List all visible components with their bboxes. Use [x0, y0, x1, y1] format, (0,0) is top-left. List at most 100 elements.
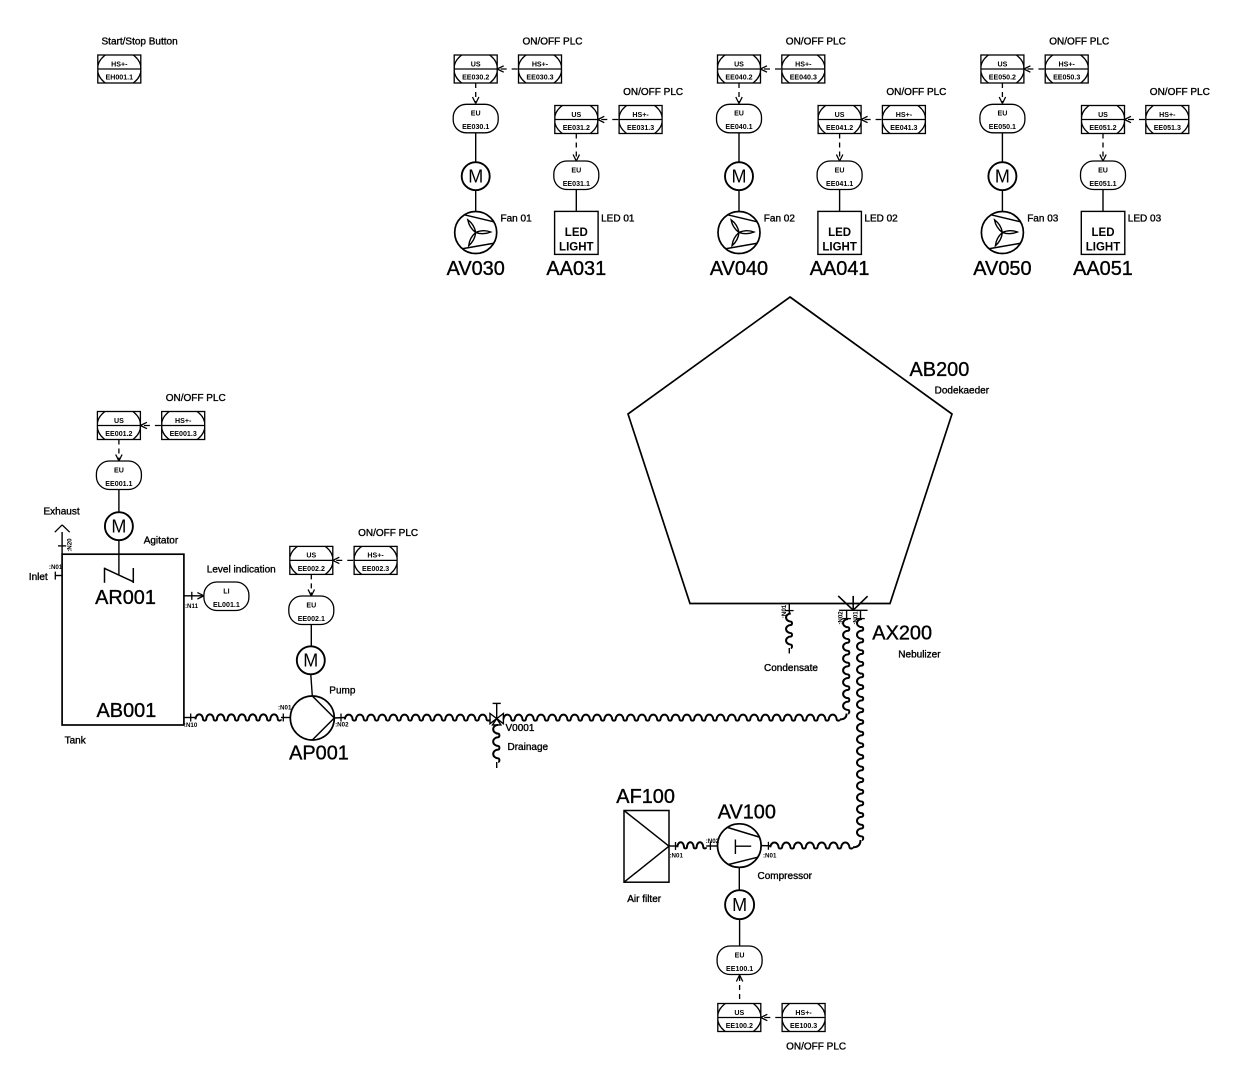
svg-text:M: M: [995, 167, 1010, 187]
svg-text:EE030.2: EE030.2: [462, 74, 489, 82]
svg-text:LIGHT: LIGHT: [1086, 241, 1121, 253]
svg-text:EE031.3: EE031.3: [627, 124, 654, 132]
svg-text:EE002.3: EE002.3: [362, 565, 389, 573]
svg-text:ON/OFF PLC: ON/OFF PLC: [786, 36, 846, 47]
svg-text:ON/OFF PLC: ON/OFF PLC: [166, 393, 226, 404]
svg-text::N01: :N01: [781, 604, 788, 618]
svg-text:LED: LED: [1092, 227, 1115, 239]
svg-text:EE040.3: EE040.3: [790, 74, 817, 82]
svg-text:EL001.1: EL001.1: [213, 601, 240, 609]
svg-text:Fan 01: Fan 01: [501, 214, 533, 225]
svg-text:EE001.3: EE001.3: [170, 430, 197, 438]
svg-text:EE100.2: EE100.2: [726, 1022, 753, 1030]
svg-text:M: M: [732, 895, 747, 915]
svg-text::N02: :N02: [706, 838, 720, 845]
svg-text:EE031.2: EE031.2: [563, 124, 590, 132]
svg-text:US: US: [471, 60, 481, 68]
svg-text:EE031.1: EE031.1: [563, 180, 590, 188]
svg-text:EU: EU: [997, 110, 1007, 118]
svg-text:LED: LED: [565, 227, 588, 239]
svg-text::N01: :N01: [49, 564, 63, 571]
svg-text:US: US: [734, 60, 744, 68]
svg-text::N02: :N02: [335, 722, 349, 729]
svg-text:HS+-: HS+-: [1059, 60, 1076, 68]
svg-text:ON/OFF PLC: ON/OFF PLC: [358, 528, 418, 539]
svg-text:EE100.3: EE100.3: [790, 1022, 817, 1030]
svg-text:AV030: AV030: [447, 258, 505, 280]
svg-text:HS+-: HS+-: [632, 111, 649, 119]
svg-text::N01: :N01: [763, 853, 777, 860]
svg-text:AP001: AP001: [289, 743, 349, 765]
svg-text:M: M: [303, 651, 318, 671]
svg-text:EE050.1: EE050.1: [989, 123, 1016, 131]
svg-text:HS+-: HS+-: [795, 60, 812, 68]
svg-text:HS+-: HS+-: [896, 111, 913, 119]
svg-text:EU: EU: [734, 110, 744, 118]
svg-text:US: US: [571, 111, 581, 119]
svg-text:AB200: AB200: [910, 359, 970, 381]
svg-text:M: M: [732, 167, 747, 187]
svg-text:Compressor: Compressor: [758, 871, 813, 882]
svg-text:EE040.1: EE040.1: [725, 123, 752, 131]
svg-text:HS+-: HS+-: [795, 1009, 812, 1017]
svg-text:EE100.1: EE100.1: [726, 965, 753, 973]
svg-text:AV100: AV100: [718, 802, 776, 824]
svg-text:M: M: [468, 167, 483, 187]
svg-text:AV040: AV040: [710, 258, 768, 280]
svg-text:EE002.1: EE002.1: [298, 615, 325, 623]
svg-text:US: US: [835, 111, 845, 119]
svg-text:EU: EU: [306, 601, 316, 609]
svg-text:EU: EU: [471, 110, 481, 118]
svg-text:LED 02: LED 02: [864, 214, 898, 225]
svg-text:HS+-: HS+-: [175, 417, 192, 425]
svg-text:EH001.1: EH001.1: [105, 74, 133, 82]
svg-text:Pump: Pump: [329, 686, 356, 697]
svg-text::N01: :N01: [278, 704, 292, 711]
svg-text:Condensate: Condensate: [764, 663, 818, 674]
svg-text:HS+-: HS+-: [111, 60, 128, 68]
svg-text:AF100: AF100: [616, 786, 675, 808]
svg-text::N20: :N20: [67, 538, 74, 552]
svg-text:EE051.3: EE051.3: [1154, 124, 1181, 132]
svg-text:ON/OFF PLC: ON/OFF PLC: [886, 87, 946, 98]
svg-text:HS+-: HS+-: [532, 60, 549, 68]
svg-text:Fan 03: Fan 03: [1027, 214, 1059, 225]
svg-text:LIGHT: LIGHT: [559, 241, 594, 253]
svg-text:Fan 02: Fan 02: [764, 214, 796, 225]
svg-text:Level indication: Level indication: [207, 564, 276, 575]
svg-text:ON/OFF PLC: ON/OFF PLC: [523, 36, 583, 47]
svg-text:HS+-: HS+-: [367, 552, 384, 560]
svg-text:US: US: [997, 60, 1007, 68]
svg-text:M: M: [111, 517, 126, 537]
svg-text:LED 01: LED 01: [601, 214, 635, 225]
svg-text:EE030.1: EE030.1: [462, 123, 489, 131]
svg-text:Nebulizer: Nebulizer: [898, 649, 941, 660]
svg-text::N10: :N10: [184, 722, 198, 729]
svg-text:EE030.3: EE030.3: [526, 74, 553, 82]
svg-text:EE041.2: EE041.2: [826, 124, 853, 132]
svg-text:EE040.2: EE040.2: [725, 74, 752, 82]
svg-text:EE050.2: EE050.2: [989, 74, 1016, 82]
svg-text:US: US: [734, 1009, 744, 1017]
svg-text:EE001.2: EE001.2: [105, 430, 132, 438]
svg-text:Drainage: Drainage: [508, 742, 549, 753]
svg-text:AX200: AX200: [872, 623, 932, 645]
svg-text:EE041.3: EE041.3: [890, 124, 917, 132]
svg-text:Agitator: Agitator: [144, 536, 179, 547]
svg-text:ON/OFF PLC: ON/OFF PLC: [1150, 87, 1210, 98]
svg-text:ON/OFF PLC: ON/OFF PLC: [623, 87, 683, 98]
svg-text:Tank: Tank: [65, 736, 87, 747]
svg-text:EE051.1: EE051.1: [1089, 180, 1116, 188]
svg-text:ON/OFF PLC: ON/OFF PLC: [786, 1042, 846, 1053]
svg-text:EU: EU: [571, 166, 581, 174]
svg-text::N11: :N11: [185, 603, 199, 610]
svg-text:AA051: AA051: [1073, 258, 1133, 280]
svg-text::N02: :N02: [838, 611, 845, 625]
svg-text:Start/Stop Button: Start/Stop Button: [102, 36, 178, 47]
svg-text:Exhaust: Exhaust: [44, 507, 80, 518]
svg-text:AV050: AV050: [973, 258, 1031, 280]
svg-text:LED 03: LED 03: [1128, 214, 1162, 225]
svg-text:EE041.1: EE041.1: [826, 180, 853, 188]
svg-text:EU: EU: [735, 951, 745, 959]
svg-text:V0001: V0001: [506, 723, 535, 734]
